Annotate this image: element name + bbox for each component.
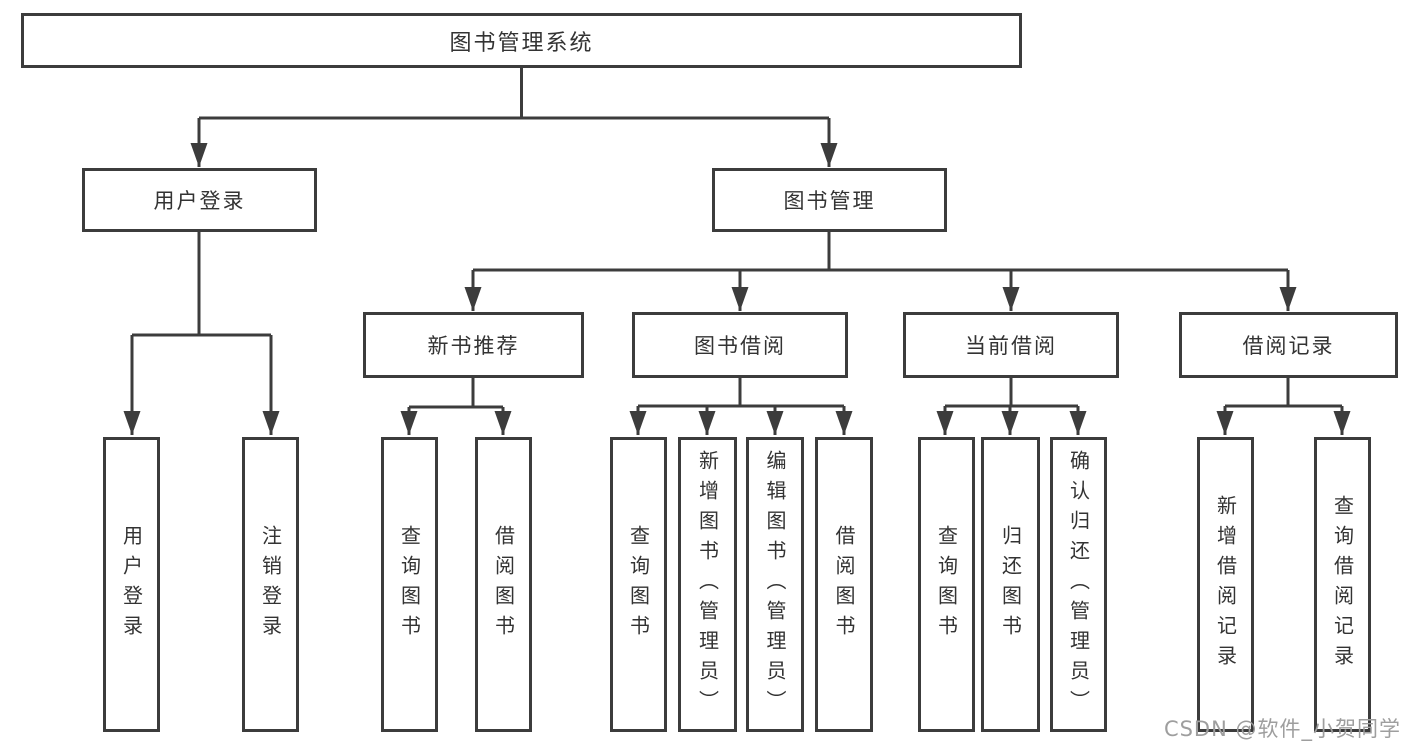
node-label: 编辑图书（管理员） (763, 449, 787, 720)
node-label: 用户登录 (119, 524, 144, 645)
leaf-add-book-admin: 新增图书（管理员） (678, 437, 737, 732)
node-label: 图书管理 (783, 189, 876, 213)
node-label: 查询图书 (397, 524, 422, 645)
node-borrowing-records: 借阅记录 (1179, 312, 1398, 378)
node-label: 新增图书（管理员） (695, 449, 720, 720)
node-label: 归还图书 (998, 524, 1023, 645)
node-label: 借阅记录 (1242, 334, 1335, 358)
node-user-login: 用户登录 (82, 168, 317, 232)
leaf-return-book: 归还图书 (981, 437, 1040, 732)
node-label: 新增借阅记录 (1213, 494, 1238, 675)
csdn-watermark: CSDN @软件_小贺同学 (1163, 717, 1401, 741)
node-label: 查询图书 (626, 524, 651, 645)
leaf-add-borrow-record: 新增借阅记录 (1197, 437, 1254, 732)
leaf-query-borrow-record: 查询借阅记录 (1314, 437, 1371, 732)
leaf-confirm-return-admin: 确认归还（管理员） (1050, 437, 1107, 732)
leaf-edit-book-admin: 编辑图书（管理员） (746, 437, 804, 732)
node-book-management: 图书管理 (712, 168, 947, 232)
node-current-borrowing: 当前借阅 (903, 312, 1119, 378)
node-label: 确认归还（管理员） (1066, 449, 1091, 720)
leaf-query-books-current: 查询图书 (918, 437, 975, 732)
leaf-user-login: 用户登录 (103, 437, 160, 732)
node-new-book-recommendation: 新书推荐 (363, 312, 584, 378)
node-label: 新书推荐 (427, 334, 520, 358)
node-label: 借阅图书 (832, 524, 856, 645)
leaf-query-books-borrowing: 查询图书 (610, 437, 667, 732)
node-label: 查询图书 (934, 524, 959, 645)
node-label: 图书借阅 (694, 334, 786, 358)
node-label: 查询借阅记录 (1330, 494, 1355, 675)
leaf-borrow-books-recommend: 借阅图书 (475, 437, 532, 732)
node-label: 图书管理系统 (449, 30, 594, 56)
node-root: 图书管理系统 (21, 13, 1022, 68)
leaf-logout: 注销登录 (242, 437, 299, 732)
node-book-borrowing: 图书借阅 (632, 312, 848, 378)
node-label: 借阅图书 (491, 524, 516, 645)
node-label: 用户登录 (153, 189, 246, 213)
node-label: 当前借阅 (965, 334, 1057, 358)
leaf-borrow-books: 借阅图书 (815, 437, 873, 732)
node-label: 注销登录 (258, 524, 283, 645)
leaf-query-books-recommend: 查询图书 (381, 437, 438, 732)
